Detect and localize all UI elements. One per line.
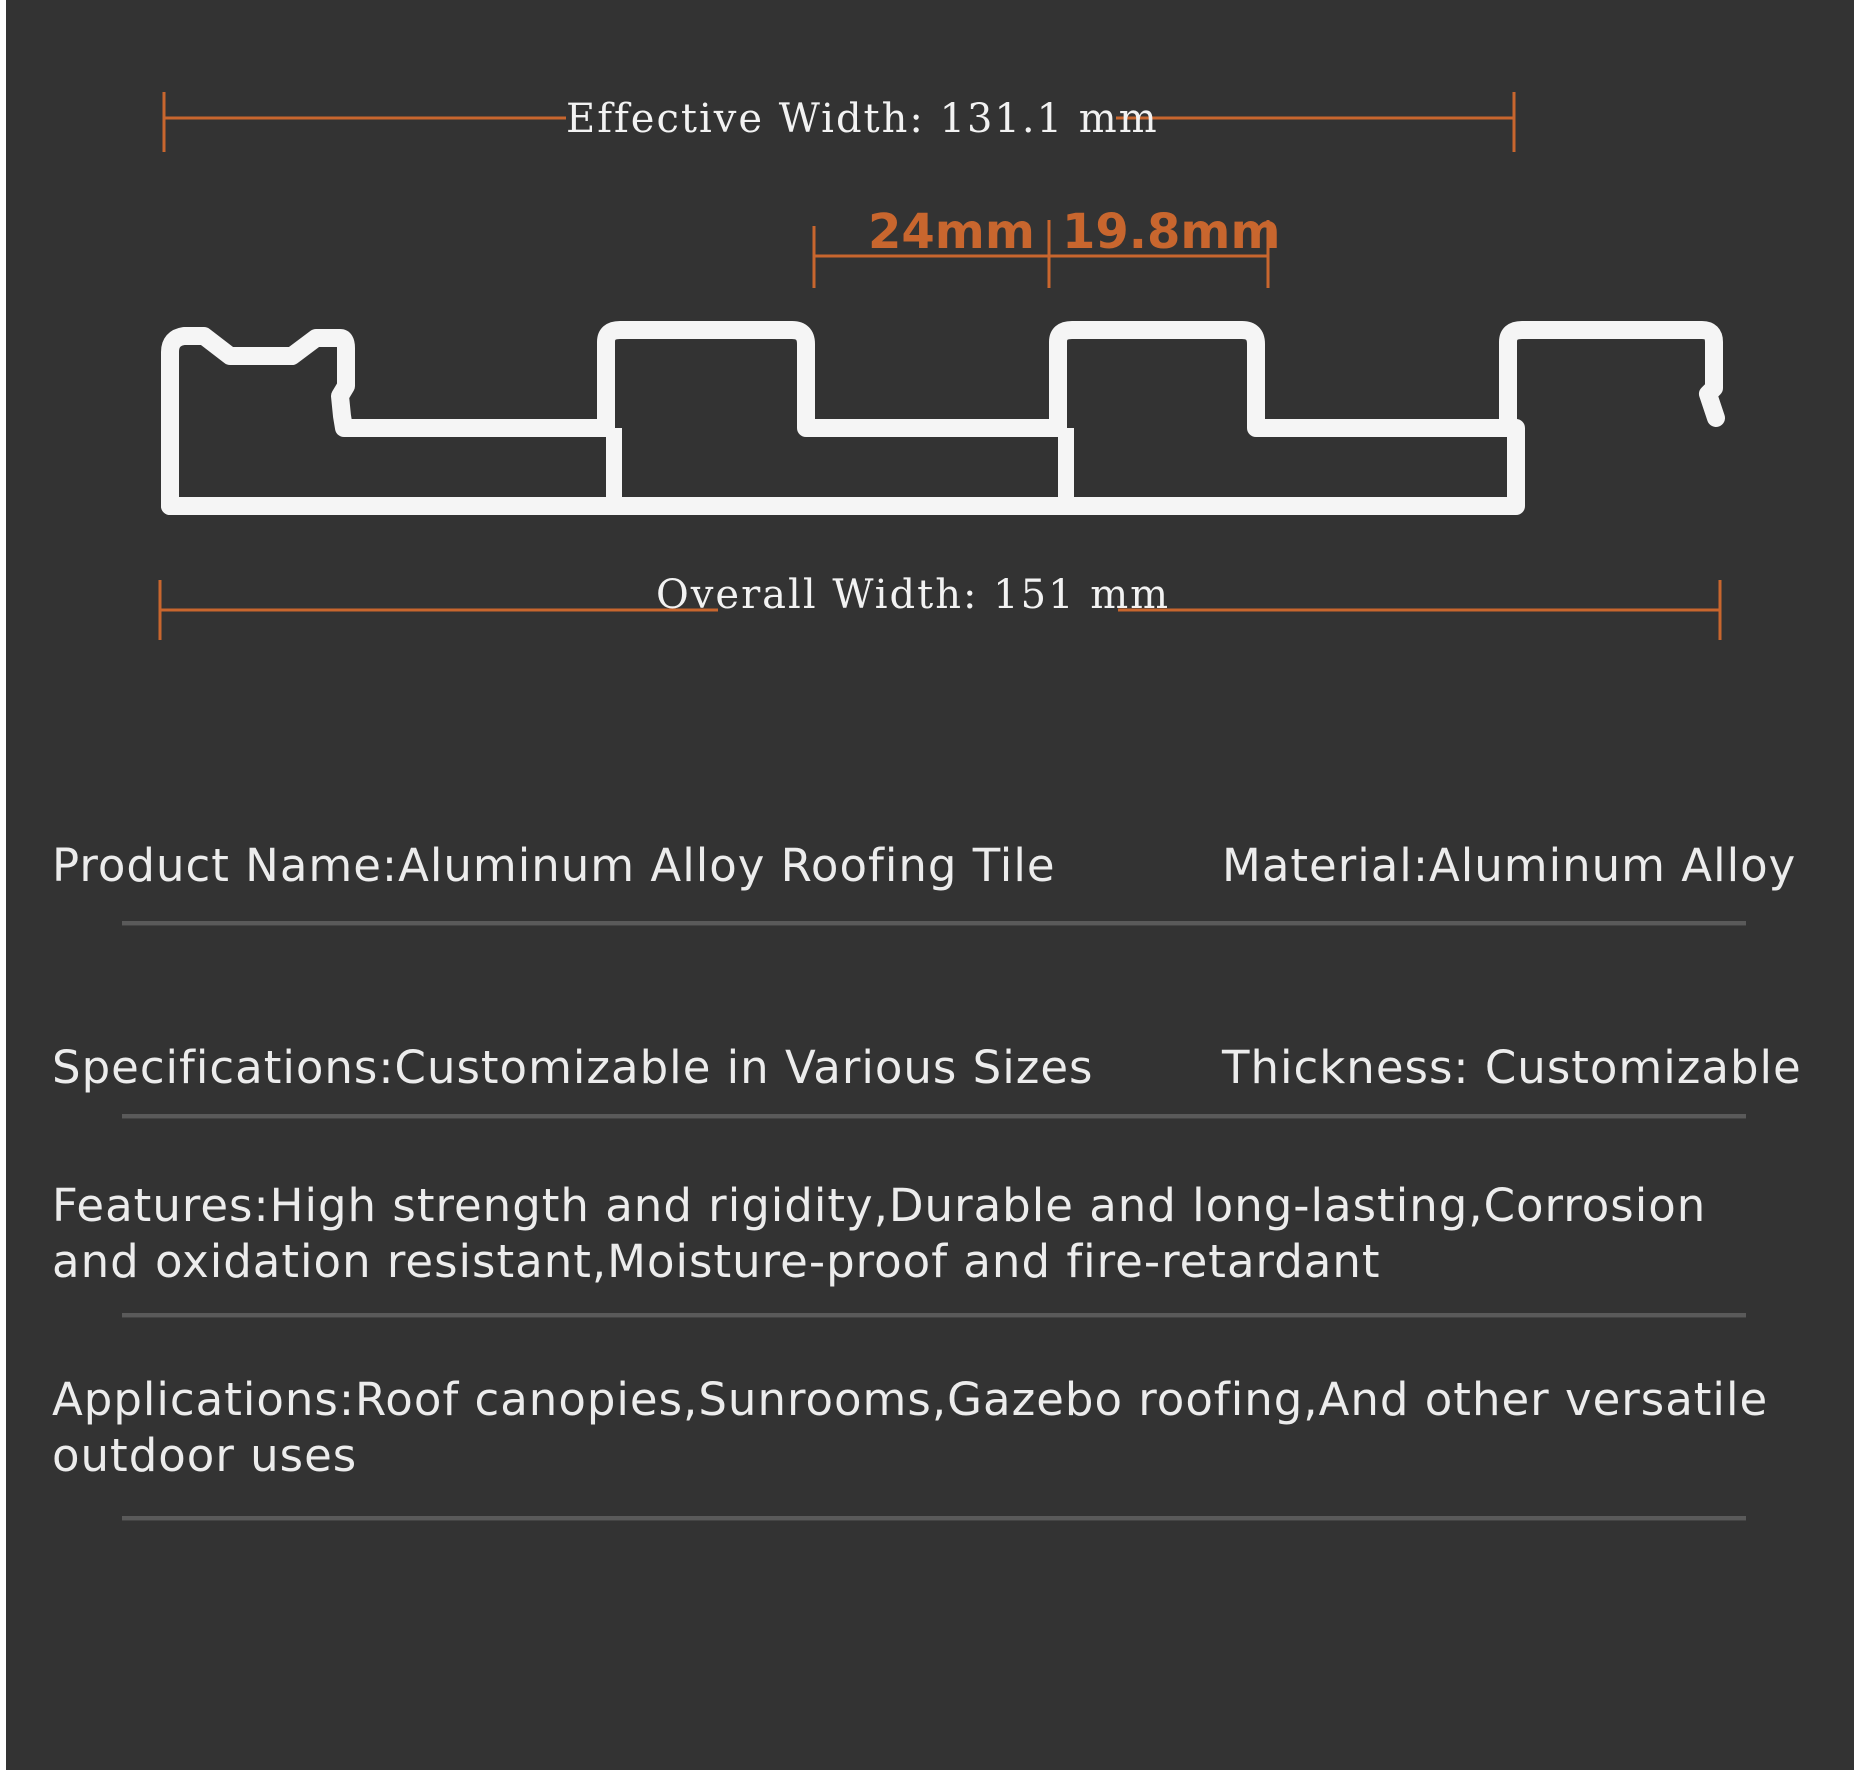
spec-applications-line-1: Applications:Roof canopies,Sunrooms,Gaze… bbox=[52, 1373, 1769, 1426]
divider-1 bbox=[122, 921, 1746, 926]
spec-thickness: Thickness: Customizable bbox=[1222, 1041, 1802, 1094]
dimension-24mm: 24mm bbox=[868, 204, 1035, 260]
product-spec-panel: Effective Width: 131.1 mm 24mm 19.8mm Ov… bbox=[6, 0, 1854, 1770]
spec-applications-line-2: outdoor uses bbox=[52, 1429, 358, 1482]
pitch-dimension bbox=[812, 220, 1270, 288]
divider-4 bbox=[122, 1516, 1746, 1521]
profile-diagram: Effective Width: 131.1 mm 24mm 19.8mm Ov… bbox=[158, 92, 1725, 640]
spec-specifications: Specifications:Customizable in Various S… bbox=[52, 1041, 1094, 1094]
divider-3 bbox=[122, 1313, 1746, 1318]
spec-features-line-2: and oxidation resistant,Moisture-proof a… bbox=[52, 1235, 1381, 1288]
overall-width-dimension bbox=[158, 580, 1722, 640]
spec-features-line-1: Features:High strength and rigidity,Dura… bbox=[52, 1179, 1707, 1232]
dimension-19-8mm: 19.8mm bbox=[1062, 204, 1280, 260]
divider-2 bbox=[122, 1114, 1746, 1119]
tile-profile-outline bbox=[161, 321, 1725, 515]
effective-width-label: Effective Width: 131.1 mm bbox=[566, 96, 1159, 142]
spec-product-name: Product Name:Aluminum Alloy Roofing Tile bbox=[52, 839, 1056, 892]
tile-profile-bottom bbox=[161, 419, 1525, 515]
overall-width-label: Overall Width: 151 mm bbox=[656, 572, 1170, 618]
spec-material: Material:Aluminum Alloy bbox=[1222, 839, 1797, 892]
effective-width-dimension bbox=[162, 92, 1516, 152]
